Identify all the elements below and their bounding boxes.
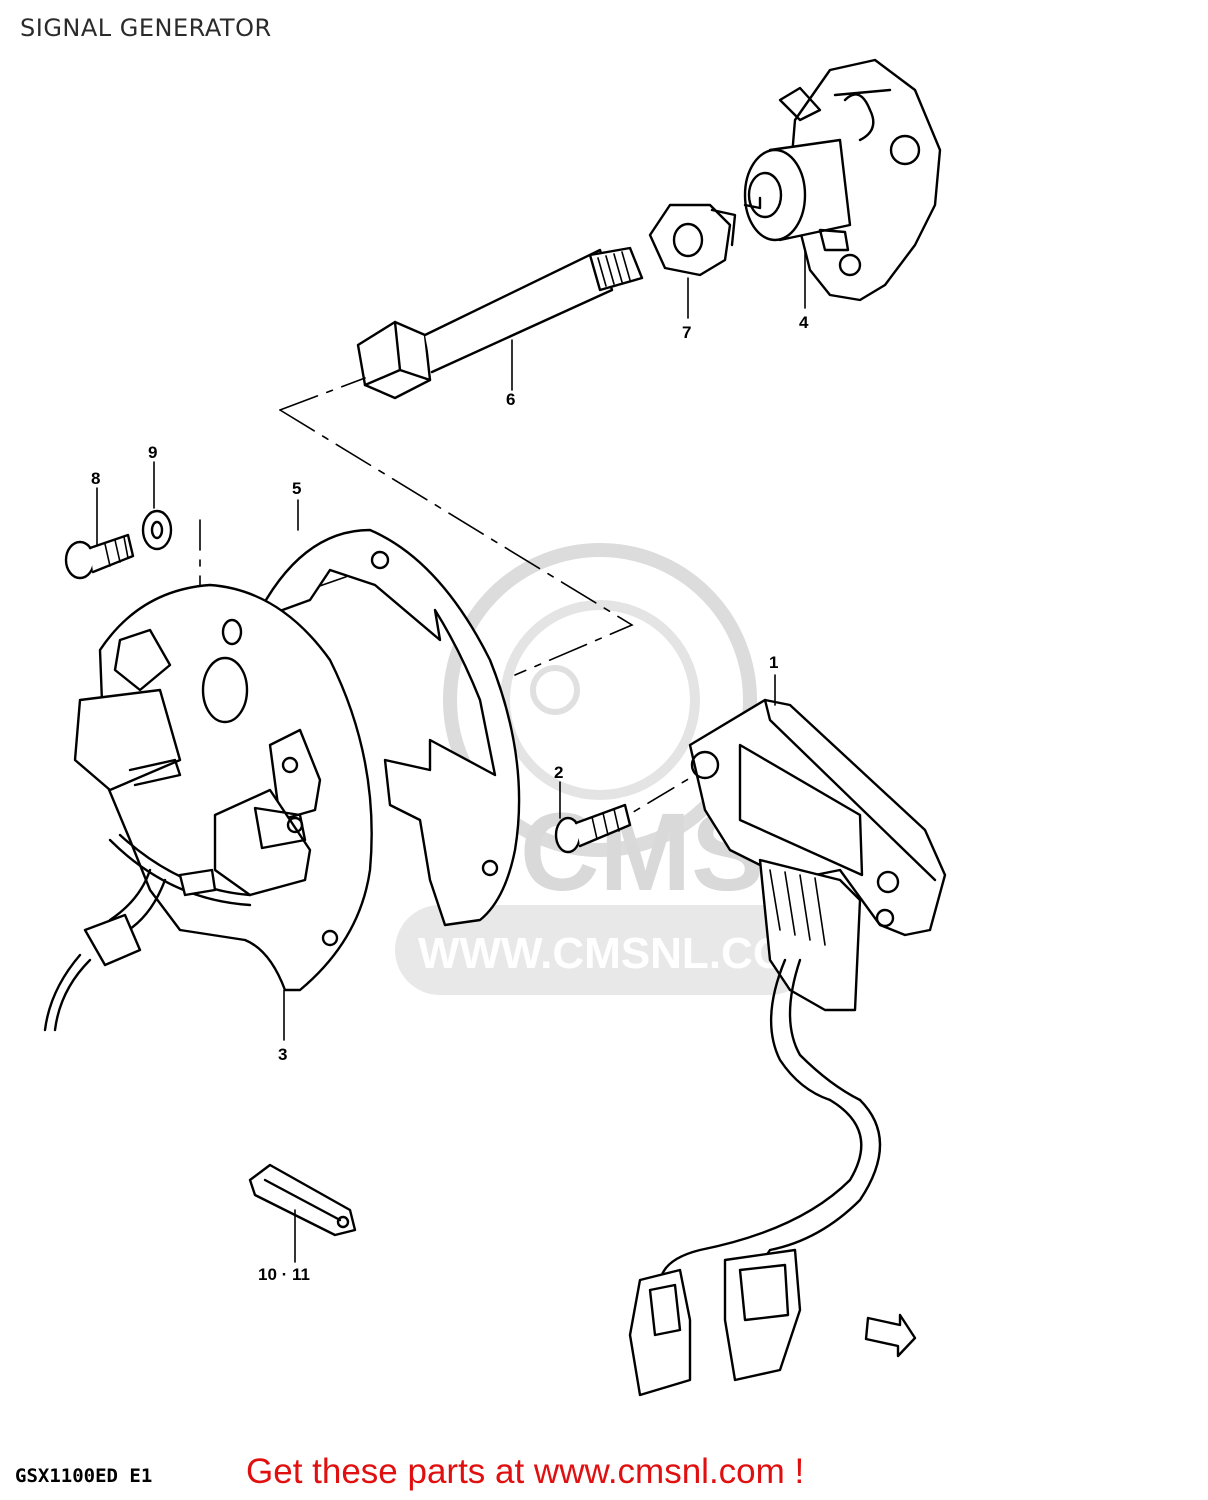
part-4-governor <box>743 58 942 302</box>
watermark-url: WWW.CMSNL.CO <box>418 929 787 978</box>
part-label-3: 3 <box>278 1045 287 1064</box>
part-label-2: 2 <box>554 763 563 782</box>
part-label-9: 9 <box>148 443 157 462</box>
part-label-4: 4 <box>799 313 809 332</box>
part-7-nut <box>648 203 737 277</box>
part-8-screw <box>64 533 135 580</box>
front-arrow-icon <box>864 1313 917 1358</box>
footer-parts-link[interactable]: Get these parts at www.cmsnl.com ! <box>246 1452 805 1491</box>
page-title: SIGNAL GENERATOR <box>20 14 272 42</box>
part-label-7: 7 <box>682 323 691 342</box>
part-3-base-plate <box>43 583 373 1032</box>
part-label-8: 8 <box>91 469 100 488</box>
model-code: GSX1100ED E1 <box>15 1465 152 1487</box>
part-9-washer <box>141 509 173 551</box>
part-1-igniter-unit <box>628 698 947 1397</box>
part-label-10-11: 10 · 11 <box>258 1265 310 1284</box>
part-label-5: 5 <box>292 479 301 498</box>
part-label-1: 1 <box>769 653 778 672</box>
leader-lines <box>96 249 806 1263</box>
part-label-6: 6 <box>506 390 515 409</box>
part-5-plate <box>253 528 521 927</box>
cms-watermark: CMS WWW.CMSNL.CO <box>395 543 815 995</box>
part-2-screw <box>554 803 632 854</box>
part-6-bolt <box>356 246 644 400</box>
part-10-11-clamp <box>248 1163 357 1237</box>
